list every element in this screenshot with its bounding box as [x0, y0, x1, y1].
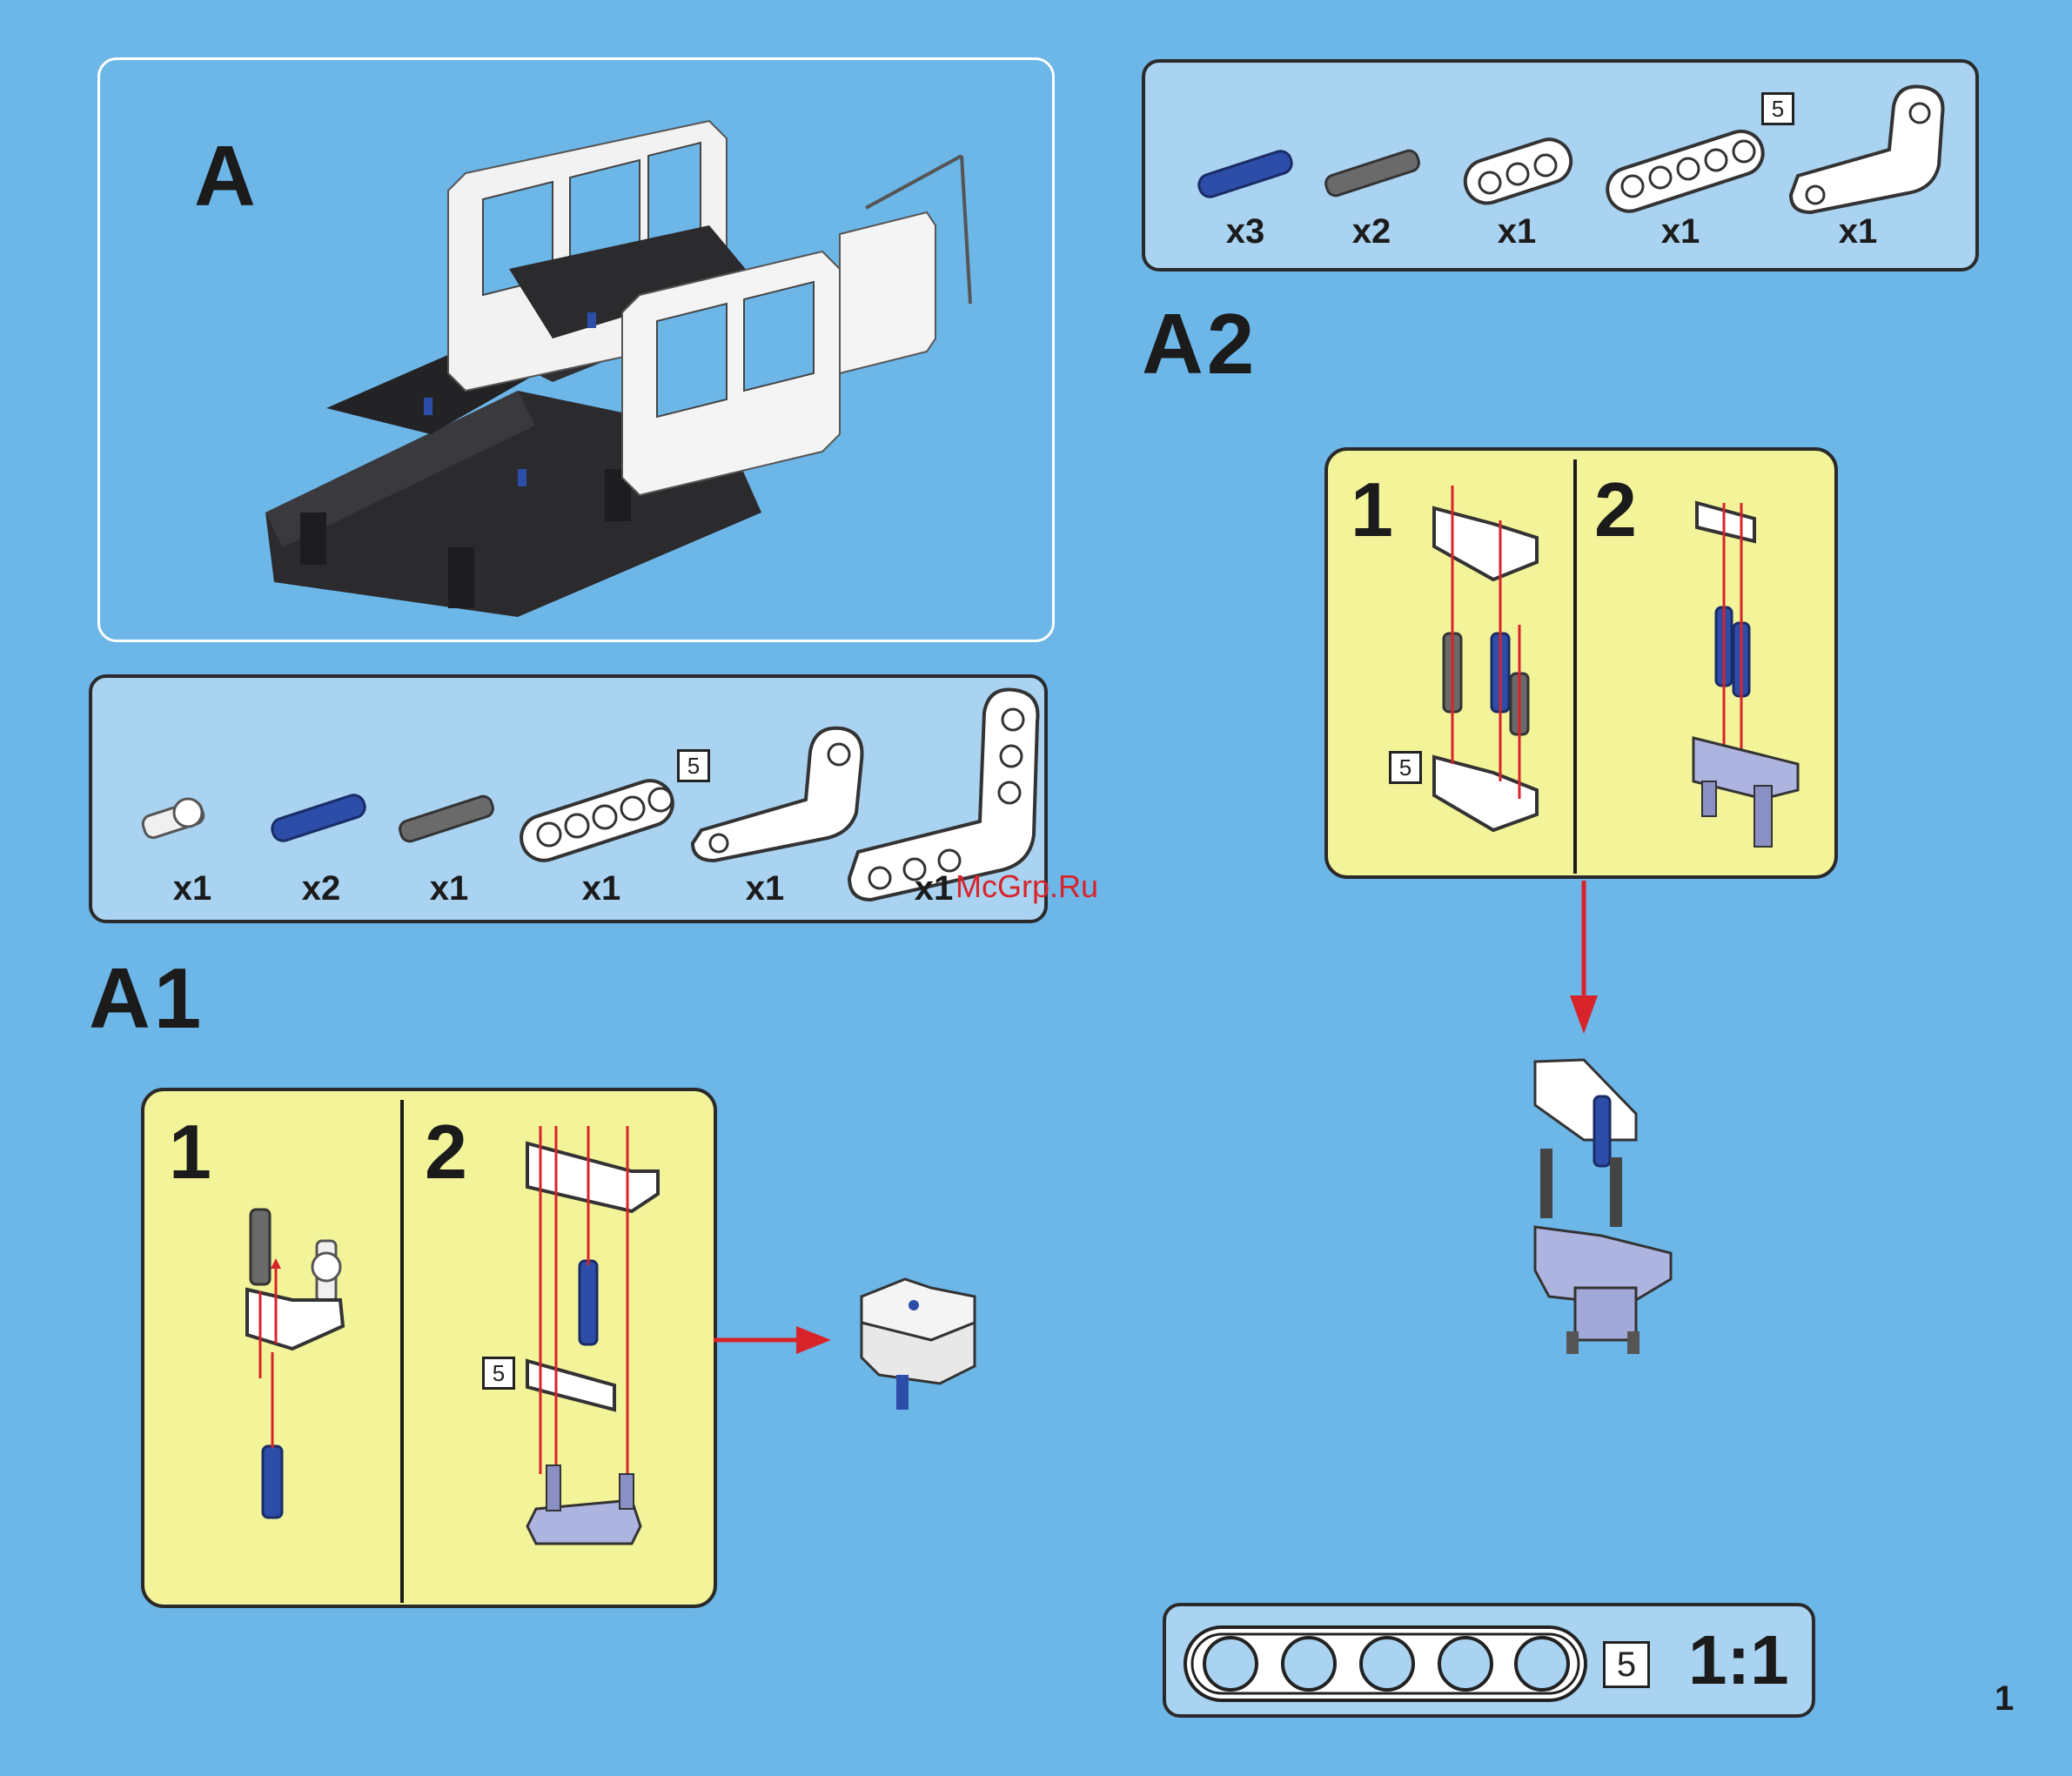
a2-beam-length-label: 5 — [1761, 92, 1794, 125]
a2-parts-box: 5 x3 x2 x1 x1 x1 — [1142, 59, 1979, 271]
a2-qty-4: x1 — [1633, 212, 1728, 251]
a1-qty-1: x1 — [144, 869, 240, 908]
grey-axle-pin-icon — [1324, 149, 1421, 198]
a1-step-illustration — [144, 1091, 721, 1612]
a2-step-illustration — [1328, 451, 1841, 882]
a1-qty-5: x1 — [717, 869, 813, 908]
beam-3-icon — [1459, 134, 1576, 209]
scale-ruler-box: 5 1:1 — [1163, 1603, 1815, 1718]
section-a1-label: A1 — [89, 955, 205, 1041]
a2-qty-2: x2 — [1324, 212, 1419, 251]
a1-result-assembly — [853, 1270, 992, 1427]
a1-step-box: 1 2 5 — [141, 1088, 717, 1608]
section-a2-label: A2 — [1142, 301, 1257, 386]
a1-beam-length-label: 5 — [677, 749, 710, 782]
blue-pin-icon — [270, 793, 368, 844]
a2-step-box: 1 2 5 — [1324, 447, 1838, 879]
a1-qty-4: x1 — [553, 869, 649, 908]
grey-axle-pin-icon — [398, 794, 495, 844]
a2-qty-3: x1 — [1469, 212, 1565, 251]
chassis-model-image — [100, 60, 1057, 645]
a1-qty-3: x1 — [401, 869, 497, 908]
a1-result-arrow — [714, 1323, 835, 1357]
blue-pin-icon — [1197, 149, 1295, 200]
ruler-length-label: 5 — [1603, 1641, 1650, 1688]
beam-5-icon — [1602, 125, 1768, 217]
a2-qty-5: x1 — [1810, 212, 1906, 251]
l-beam-icon — [1791, 86, 1943, 212]
overview-panel: A — [97, 57, 1055, 642]
a1-qty-2: x2 — [273, 869, 369, 908]
a2-qty-1: x3 — [1197, 212, 1293, 251]
a2-result-arrow — [1566, 881, 1601, 1037]
beam-5-icon — [515, 774, 678, 866]
a1-parts-box: 5 x1 x2 x1 x1 x1 x1 — [89, 674, 1048, 923]
a2-result-assembly — [1523, 1053, 1680, 1366]
page-number: 1 — [1995, 1679, 2014, 1719]
watermark: McGrp.Ru — [956, 868, 1098, 905]
l-beam-small-icon — [693, 728, 862, 861]
scale-ratio: 1:1 — [1688, 1625, 1789, 1695]
bush-connector-icon — [141, 799, 206, 840]
